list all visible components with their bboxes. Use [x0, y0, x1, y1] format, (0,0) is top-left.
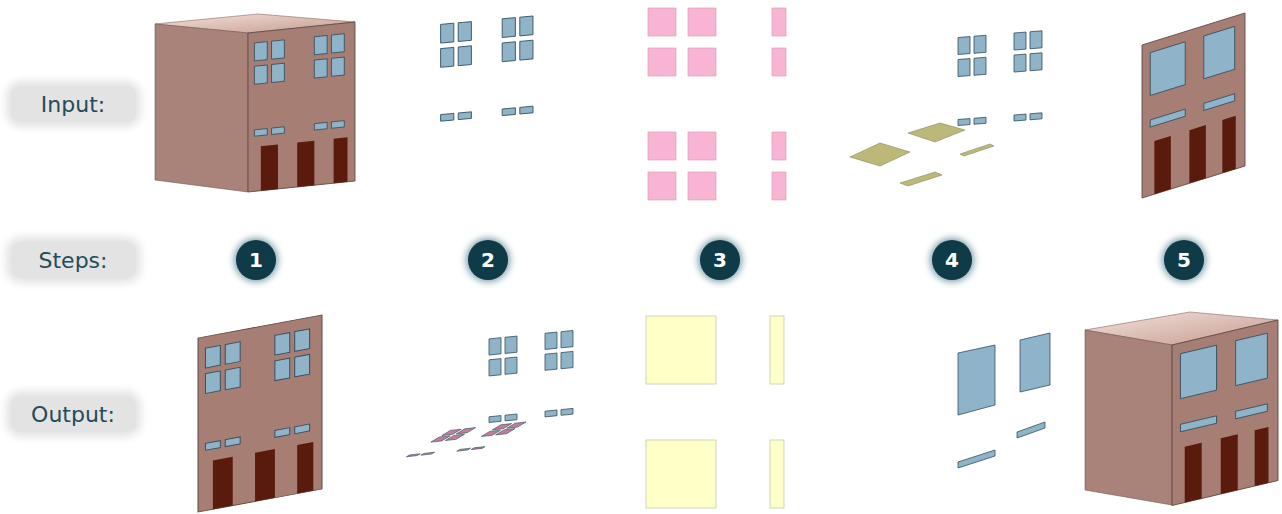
projected-windows [406, 422, 526, 457]
step-number: 4 [945, 248, 959, 272]
row-label: Output: [31, 402, 115, 427]
step-number: 2 [481, 248, 495, 272]
step-number-circle: 4 [932, 240, 972, 280]
yellow-rectangles [646, 316, 784, 508]
row-label: Steps: [39, 248, 108, 273]
pink-rectangles [648, 8, 786, 200]
windows-input [441, 16, 533, 121]
enlarged-windows [958, 333, 1050, 468]
building-input [155, 14, 355, 192]
windows-output [489, 331, 573, 423]
windows-input [958, 31, 1042, 126]
step-number: 1 [249, 248, 263, 272]
step-number-circle: 3 [700, 240, 740, 280]
step-number-circle: 5 [1164, 240, 1204, 280]
row-label: Input: [41, 92, 105, 117]
facade-output [198, 315, 322, 512]
facade-input [1142, 13, 1245, 198]
building-output [1085, 312, 1278, 506]
step-number: 3 [713, 248, 727, 272]
step-number-circle: 2 [468, 240, 508, 280]
row-label-badge: Output: [11, 396, 136, 432]
row-label-badge: Input: [11, 86, 136, 122]
row-label-badge: Steps: [11, 242, 136, 278]
ground-shapes [850, 123, 994, 186]
step-number-circle: 1 [236, 240, 276, 280]
step-number: 5 [1177, 248, 1191, 272]
